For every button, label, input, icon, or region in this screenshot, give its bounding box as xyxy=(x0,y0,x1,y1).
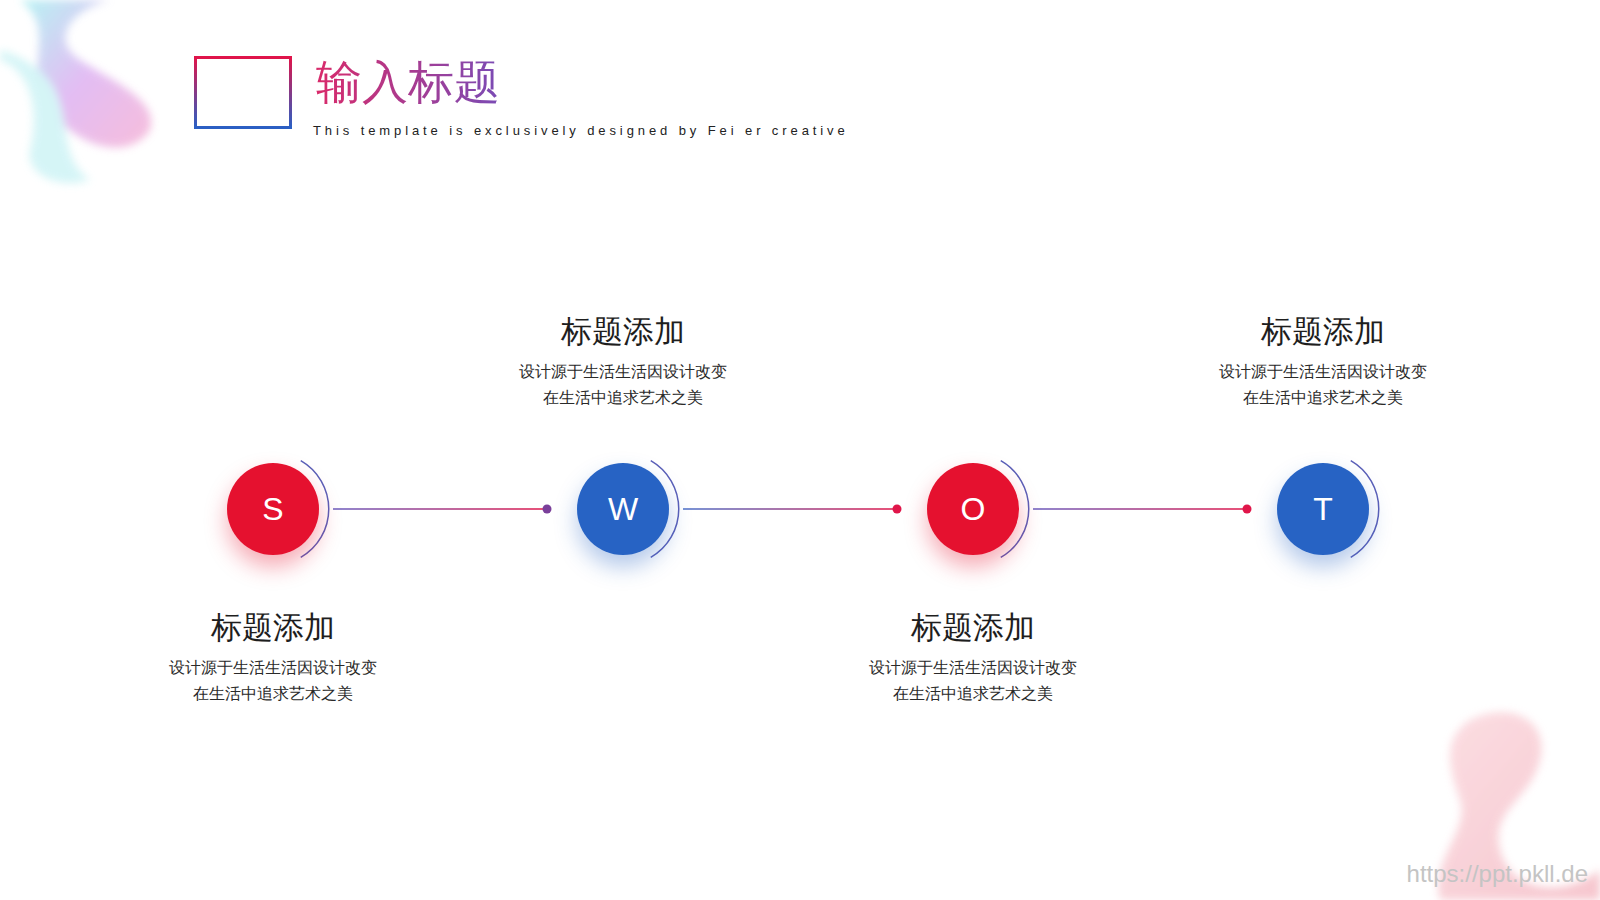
slide-title: 输入标题 xyxy=(316,52,500,112)
corner-ribbon xyxy=(0,0,151,183)
title-frame xyxy=(196,58,291,128)
swot-letter: W xyxy=(577,463,669,555)
swot-circle: W标题添加设计源于生活生活因设计改变 在生活中追求艺术之美 xyxy=(577,463,669,555)
swot-circle: T标题添加设计源于生活生活因设计改变 在生活中追求艺术之美 xyxy=(1277,463,1369,555)
caption-group: 标题添加设计源于生活生活因设计改变 在生活中追求艺术之美 xyxy=(823,607,1123,707)
point-heading: 标题添加 xyxy=(123,607,423,647)
swot-circle: O标题添加设计源于生活生活因设计改变 在生活中追求艺术之美 xyxy=(927,463,1019,555)
point-description: 设计源于生活生活因设计改变 在生活中追求艺术之美 xyxy=(503,359,743,411)
connector-end-dot xyxy=(543,505,552,514)
point-heading: 标题添加 xyxy=(473,311,773,351)
connector-end-dot xyxy=(893,505,902,514)
timeline-connector xyxy=(1033,508,1247,510)
connector-end-dot xyxy=(1243,505,1252,514)
subtitle-text: This template is exclusively designed by… xyxy=(313,123,849,138)
caption-group: 标题添加设计源于生活生活因设计改变 在生活中追求艺术之美 xyxy=(1173,311,1473,411)
point-description: 设计源于生活生活因设计改变 在生活中追求艺术之美 xyxy=(1203,359,1443,411)
watermark: https://ppt.pkll.de xyxy=(1407,860,1588,888)
swot-circle: S标题添加设计源于生活生活因设计改变 在生活中追求艺术之美 xyxy=(227,463,319,555)
swot-letter: O xyxy=(927,463,1019,555)
timeline-connector xyxy=(683,508,897,510)
point-heading: 标题添加 xyxy=(1173,311,1473,351)
caption-group: 标题添加设计源于生活生活因设计改变 在生活中追求艺术之美 xyxy=(473,311,773,411)
point-description: 设计源于生活生活因设计改变 在生活中追求艺术之美 xyxy=(153,655,393,707)
point-heading: 标题添加 xyxy=(823,607,1123,647)
swot-letter: T xyxy=(1277,463,1369,555)
timeline-connector xyxy=(333,508,547,510)
swot-letter: S xyxy=(227,463,319,555)
caption-group: 标题添加设计源于生活生活因设计改变 在生活中追求艺术之美 xyxy=(123,607,423,707)
point-description: 设计源于生活生活因设计改变 在生活中追求艺术之美 xyxy=(853,655,1093,707)
